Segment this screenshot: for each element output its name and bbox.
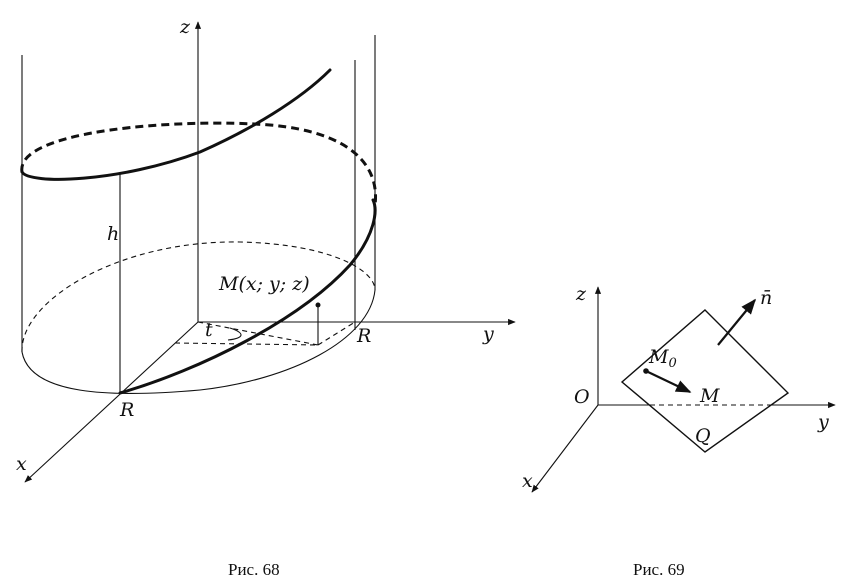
figure-69: z y x O n̄ M0 M Q Рис. 69: [522, 283, 836, 579]
fig69-normal-label: n̄: [760, 287, 772, 309]
normal-vector: [717, 298, 756, 346]
fig68-t-label: t: [205, 319, 213, 341]
projection-x: [174, 342, 319, 346]
projection-y: [317, 321, 356, 346]
fig68-x-label: x: [16, 453, 27, 475]
projection-radius: [197, 321, 319, 346]
fig69-m0-label: M0: [648, 346, 677, 371]
angle-t-arc: [227, 327, 242, 341]
fig69-q-label: Q: [695, 425, 711, 447]
lower-ellipse-back: [21, 241, 376, 353]
plane-q: [620, 309, 790, 453]
fig69-x-label: x: [522, 470, 533, 492]
vector-m0-m: [645, 370, 692, 393]
fig69-y-label: y: [817, 411, 829, 433]
fig69-x-axis: [531, 404, 599, 493]
fig68-rx-label: R: [119, 399, 134, 421]
point-m: [315, 302, 321, 308]
fig68-y-label: y: [482, 323, 494, 345]
helix-lower-turn: [118, 198, 377, 395]
figure-68: z y x h t R R M(x; y; z) Рис. 68: [16, 16, 516, 579]
fig69-z-label: z: [575, 283, 587, 305]
fig68-caption: Рис. 68: [228, 560, 280, 579]
fig69-m-label: M: [699, 385, 720, 407]
fig68-z-label: z: [179, 16, 191, 38]
upper-ellipse-back: [20, 121, 378, 206]
fig68-point-label: M(x; y; z): [218, 273, 310, 295]
fig68-h-label: h: [107, 223, 119, 245]
fig68-ry-label: R: [356, 325, 371, 347]
helix-upper-turn: [20, 68, 332, 181]
fig69-origin-label: O: [574, 386, 590, 408]
fig69-caption: Рис. 69: [633, 560, 685, 579]
x-axis: [24, 321, 199, 483]
lower-ellipse-front: [21, 289, 376, 395]
